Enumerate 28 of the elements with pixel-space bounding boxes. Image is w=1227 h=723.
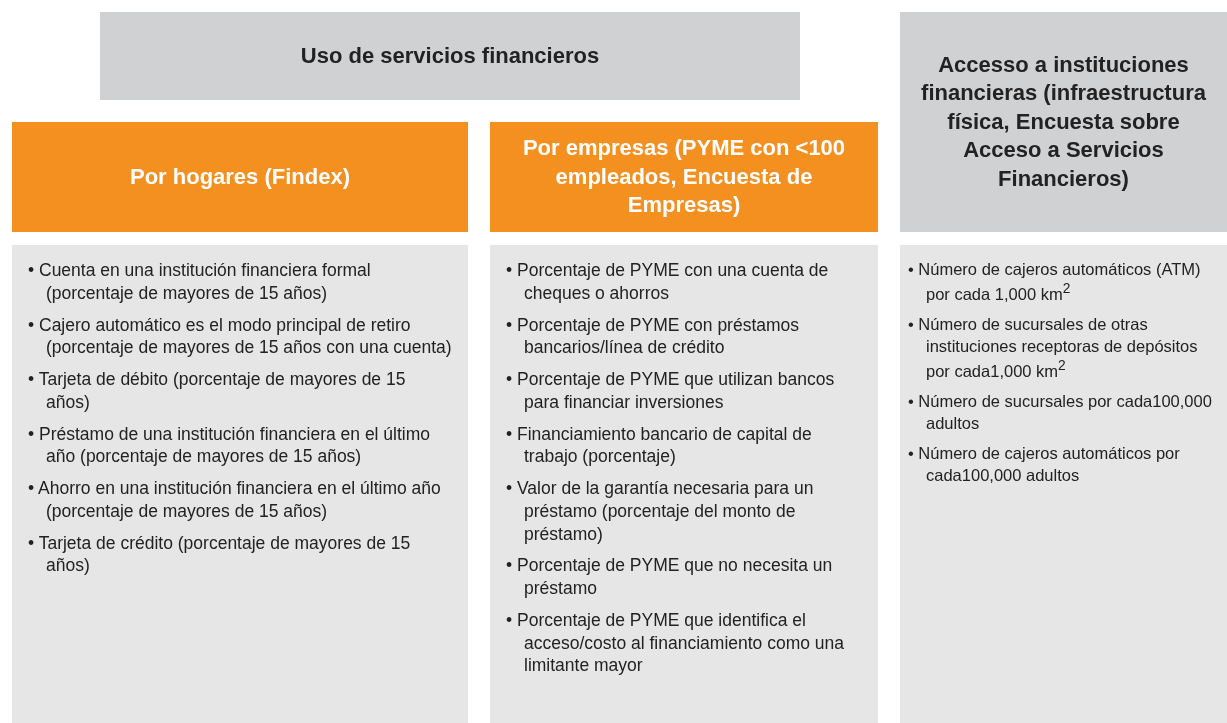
bullet-item: • Tarjeta de crédito (porcentaje de mayores de 15 años) (28, 531, 412, 577)
list-panel (490, 245, 878, 723)
bullet-item: • Préstamo de una institución financiera en el último año (porcentaje de mayores de 15 años) (28, 422, 432, 468)
bullet-item: • Valor de la garantía necesaria para un préstamo (porcentaje del monto de préstamo) (506, 477, 815, 546)
heading-band (900, 12, 1227, 232)
heading-band (100, 12, 800, 100)
bullet-item: • Cajero automático es el modo principal de retiro (porcentaje de mayores de 15 años con una cuenta) (28, 313, 453, 359)
bullet-item: • Porcentaje de PYME con una cuenta de cheques o ahorros (506, 259, 830, 305)
heading-text: Uso de servicios financieros (299, 41, 601, 70)
heading-band (490, 122, 878, 232)
heading-text: Por empresas (PYME con <100 empleados, Encuesta de Empresas) (521, 134, 847, 220)
bullet-item: • Porcentaje de PYME que no necesita un préstamo (506, 554, 834, 600)
bullet-item: • Número de cajeros automáticos por cada100,000 adultos (908, 443, 1181, 486)
bullet-item: • Porcentaje de PYME con préstamos bancarios/línea de crédito (506, 313, 801, 359)
list-panel (900, 245, 1227, 723)
list-panel (12, 245, 468, 723)
bullet-item: • Porcentaje de PYME que identifica el acceso/costo al financiamiento como una limitante mayor (506, 608, 846, 677)
bullet-item: • Tarjeta de débito (porcentaje de mayores de 15 años) (28, 368, 407, 414)
heading-text: Accesso a instituciones financieras (infraestructura física, Encuesta sobre Acceso a Servicios Financieros) (920, 50, 1207, 193)
heading-band (12, 122, 468, 232)
bullet-item: • Ahorro en una institución financiera en el último año (porcentaje de mayores de 15 años) (28, 477, 442, 523)
bullet-item: • Financiamiento bancario de capital de trabajo (porcentaje) (506, 422, 813, 468)
heading-text: Por hogares (Findex) (128, 162, 351, 191)
bullet-item: • Número de sucursales de otras instituciones receptoras de depósitos por cada1,000 km$^{2}$ (908, 314, 1199, 382)
bullet-item: • Porcentaje de PYME que utilizan bancos para financiar inversiones (506, 368, 836, 414)
bullet-item: • Número de cajeros automáticos (ATM) por cada 1,000 km$^{2}$ (908, 259, 1202, 305)
bullet-item: • Número de sucursales por cada100,000 adultos (908, 391, 1213, 434)
bullet-item: • Cuenta en una institución financiera formal (porcentaje de mayores de 15 años) (28, 259, 372, 305)
